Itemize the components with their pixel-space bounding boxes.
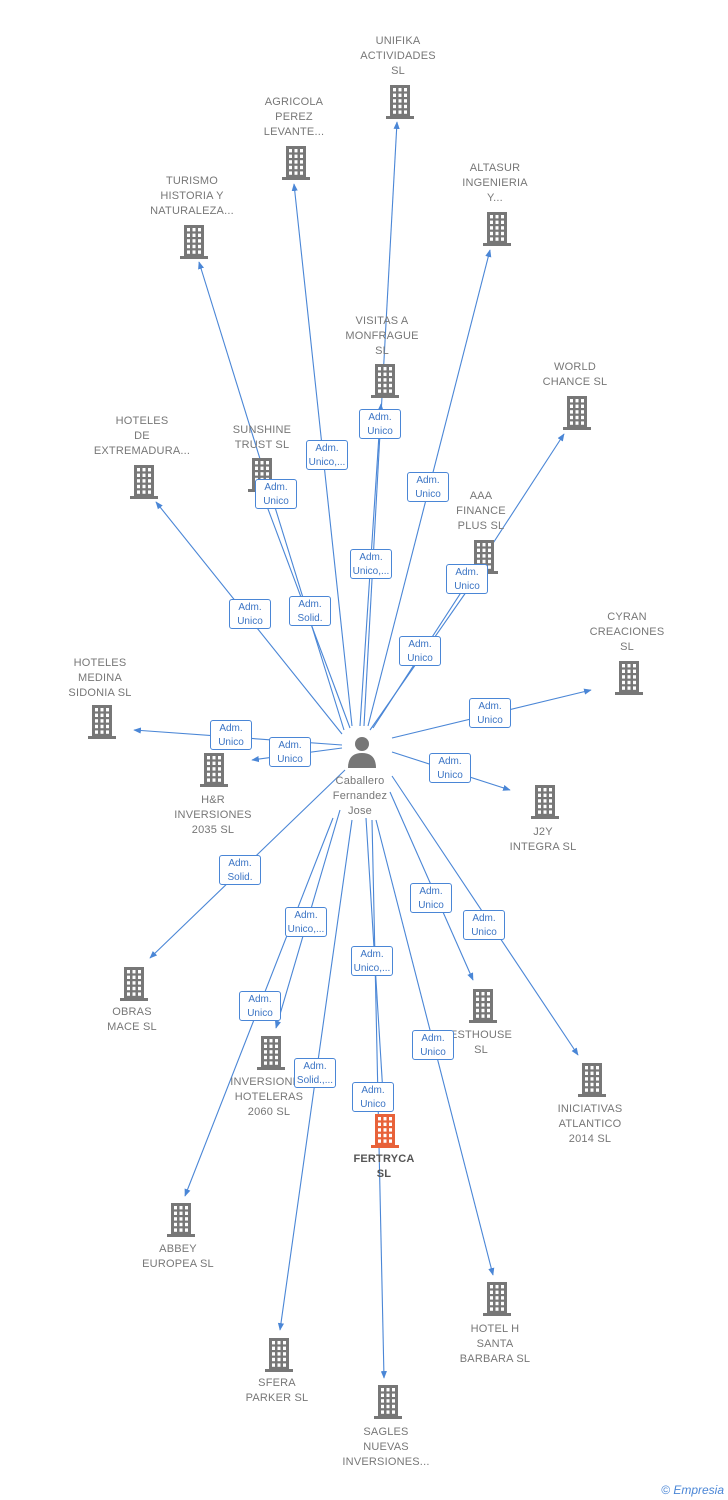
building-icon[interactable] [282, 146, 310, 180]
company-label-medina[interactable]: HOTELES MEDINA SIDONIA SL [68, 656, 132, 699]
company-label-inversiones[interactable]: INVERSIONES HOTELERAS 2060 SL [230, 1075, 308, 1118]
role-badge-world[interactable]: Adm. Unico [446, 564, 488, 594]
building-icon[interactable] [88, 705, 116, 739]
building-icon[interactable] [469, 989, 497, 1023]
company-label-hotelh[interactable]: HOTEL H SANTA BARBARA SL [459, 1322, 531, 1365]
person-name[interactable]: Caballero Fernandez Jose [332, 775, 388, 817]
role-badge-hoteles_ext[interactable]: Adm. Unico [229, 599, 271, 629]
role-badge-fertryca[interactable]: Adm. Unico,... [351, 946, 393, 976]
company-label-unifika[interactable]: UNIFIKA ACTIVIDADES SL [360, 34, 436, 77]
company-label-sagles[interactable]: SAGLES NUEVAS INVERSIONES... [342, 1425, 430, 1468]
building-icon[interactable] [257, 1036, 285, 1070]
role-badge-aaa[interactable]: Adm. Unico [399, 636, 441, 666]
role-badge-sfera[interactable]: Adm. Solid.,... [294, 1058, 336, 1088]
company-label-turismo[interactable]: TURISMO HISTORIA Y NATURALEZA... [150, 174, 234, 217]
building-icon[interactable] [371, 364, 399, 398]
company-label-hoteles_ext[interactable]: HOTELES DE EXTREMADURA... [93, 414, 191, 457]
empresia-watermark[interactable]: © Empresia [661, 1483, 724, 1497]
building-icon[interactable] [167, 1203, 195, 1237]
building-icon[interactable] [130, 465, 158, 499]
company-label-world[interactable]: WORLD CHANCE SL [542, 361, 608, 388]
role-badge-esthouse[interactable]: Adm. Unico [410, 883, 452, 913]
building-icon[interactable] [386, 85, 414, 119]
role-badge-medina[interactable]: Adm. Unico [210, 720, 252, 750]
building-icon[interactable] [615, 661, 643, 695]
company-label-fertryca[interactable]: FERTRYCA SL [353, 1153, 415, 1180]
building-icon[interactable] [578, 1063, 606, 1097]
company-label-visitas[interactable]: VISITAS A MONFRAGUE SL [345, 314, 419, 357]
building-icon[interactable] [265, 1338, 293, 1372]
role-badge-turismo[interactable]: Adm. Unico [255, 479, 297, 509]
company-label-esthouse[interactable]: ESTHOUSE SL [449, 1029, 513, 1056]
building-icon[interactable] [374, 1385, 402, 1419]
company-label-obras[interactable]: OBRAS MACE SL [107, 1006, 157, 1033]
company-label-agricola[interactable]: AGRICOLA PEREZ LEVANTE... [263, 95, 325, 138]
role-badge-agricola[interactable]: Adm. Unico,... [306, 440, 348, 470]
building-icon[interactable] [531, 785, 559, 819]
role-badge-obras[interactable]: Adm. Solid. [219, 855, 261, 885]
building-icon[interactable] [180, 225, 208, 259]
role-badge-visitas[interactable]: Adm. Unico,... [350, 549, 392, 579]
company-label-aaa[interactable]: AAA FINANCE PLUS SL [456, 489, 506, 532]
company-label-altasur[interactable]: ALTASUR INGENIERIA Y... [462, 161, 528, 204]
role-badge-cyran[interactable]: Adm. Unico [469, 698, 511, 728]
building-icon[interactable] [371, 1114, 399, 1148]
company-label-cyran[interactable]: CYRAN CREACIONES SL [589, 610, 665, 653]
role-badge-abbey[interactable]: Adm. Unico [239, 991, 281, 1021]
role-badge-hr[interactable]: Adm. Unico [269, 737, 311, 767]
role-badge-inversiones[interactable]: Adm. Unico,... [285, 907, 327, 937]
company-label-sfera[interactable]: SFERA PARKER SL [245, 1377, 309, 1404]
building-icon[interactable] [120, 967, 148, 1001]
role-badge-sagles[interactable]: Adm. Unico [352, 1082, 394, 1112]
role-badge-unifika[interactable]: Adm. Unico [359, 409, 401, 439]
building-icon[interactable] [483, 1282, 511, 1316]
company-label-j2y[interactable]: J2Y INTEGRA SL [509, 826, 577, 853]
person-icon[interactable] [348, 737, 376, 768]
company-label-iniciativas[interactable]: INICIATIVAS ATLANTICO 2014 SL [557, 1102, 623, 1145]
role-badge-j2y[interactable]: Adm. Unico [429, 753, 471, 783]
building-icon[interactable] [563, 396, 591, 430]
role-badge-hotelh[interactable]: Adm. Unico [412, 1030, 454, 1060]
role-badge-altasur[interactable]: Adm. Unico [407, 472, 449, 502]
company-label-hr[interactable]: H&R INVERSIONES 2035 SL [174, 793, 252, 836]
role-badge-iniciativas[interactable]: Adm. Unico [463, 910, 505, 940]
role-badge-sunshine[interactable]: Adm. Solid. [289, 596, 331, 626]
company-label-abbey[interactable]: ABBEY EUROPEA SL [142, 1243, 214, 1270]
building-icon[interactable] [483, 212, 511, 246]
building-icon[interactable] [200, 753, 228, 787]
company-label-sunshine[interactable]: SUNSHINE TRUST SL [232, 424, 292, 451]
